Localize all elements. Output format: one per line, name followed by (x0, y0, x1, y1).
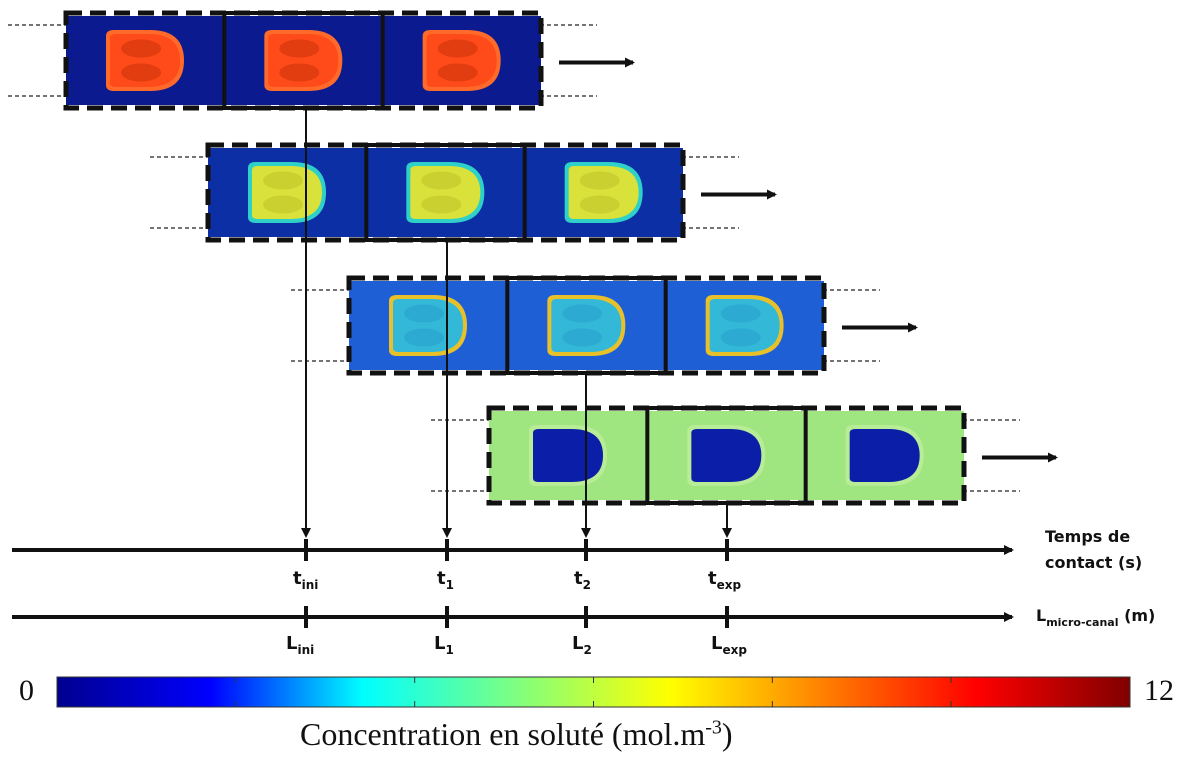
time-axis-label-line2: contact (s) (1045, 553, 1143, 572)
axes-group (12, 108, 1014, 628)
slug (264, 30, 343, 91)
time-axis-label-line1: Temps de (1045, 527, 1131, 546)
length-axis-label-sub: micro-canal (1046, 616, 1119, 629)
channel-stage-2 (291, 275, 918, 376)
slug-vortex-bottom (720, 328, 761, 347)
slug (406, 162, 485, 223)
slug-vortex-bottom (421, 195, 462, 214)
slug-vortex-top (720, 304, 761, 323)
time-tick-2: t2 (574, 568, 591, 592)
slug (687, 425, 766, 486)
length-axis-label-unit: (m) (1124, 606, 1156, 625)
slug-vortex-bottom (437, 63, 478, 82)
unit-cell-frame (222, 11, 385, 110)
slug (705, 295, 784, 356)
time-axis-label: Temps de contact (s) (1045, 524, 1142, 576)
slug (248, 162, 326, 223)
slug (529, 425, 607, 486)
length-tick-ini: Lini (286, 633, 315, 657)
colorbar-title-main: Concentration en soluté (mol.m (300, 716, 706, 752)
slug-vortex-top (437, 39, 478, 58)
colorbar-max-label: 12 (1144, 674, 1174, 707)
slug-vortex-top (544, 434, 584, 453)
colorbar-title-exp: -3 (705, 716, 722, 739)
slug-vortex-bottom (579, 195, 620, 214)
time-tick-ini: tini (293, 568, 319, 592)
colorbar-min-label: 0 (19, 674, 34, 707)
colorbar-title: Concentration en soluté (mol.m-3) (300, 716, 733, 753)
slug-vortex-bottom (702, 458, 743, 477)
slug-vortex-bottom (121, 63, 161, 82)
slug-vortex-bottom (263, 195, 303, 214)
channel-stage-1 (150, 142, 777, 243)
slug-vortex-top (263, 171, 303, 190)
slug-vortex-top (279, 39, 320, 58)
slug-vortex-top (404, 304, 444, 323)
length-axis-label-base: L (1036, 606, 1047, 625)
time-tick-exp: texp (708, 568, 742, 592)
length-tick-exp: Lexp (711, 633, 747, 657)
slug-vortex-top (702, 434, 743, 453)
slug (547, 295, 626, 356)
slug-vortex-bottom (544, 458, 584, 477)
channel-stage-ini (8, 10, 635, 111)
slug-vortex-bottom (404, 328, 444, 347)
slug (845, 425, 924, 486)
channel-stages (8, 10, 1058, 506)
unit-cell-frame (364, 143, 527, 242)
slug-vortex-bottom (860, 458, 901, 477)
slug (422, 30, 501, 91)
slug (389, 295, 467, 356)
length-tick-1: L1 (434, 633, 454, 657)
slug (106, 30, 184, 91)
colorbar-title-end: ) (721, 716, 733, 752)
slug-vortex-bottom (279, 63, 320, 82)
length-axis-label: Lmicro-canal (m) (1036, 606, 1155, 629)
slug-vortex-top (579, 171, 620, 190)
colorbar-group (56, 676, 1131, 708)
channel-stage-exp (431, 405, 1058, 506)
slug-vortex-top (121, 39, 161, 58)
slug (564, 162, 643, 223)
slug-vortex-bottom (562, 328, 603, 347)
slug-vortex-top (860, 434, 901, 453)
time-tick-1: t1 (437, 568, 454, 592)
length-tick-2: L2 (572, 633, 592, 657)
slug-vortex-top (421, 171, 462, 190)
slug-vortex-top (562, 304, 603, 323)
